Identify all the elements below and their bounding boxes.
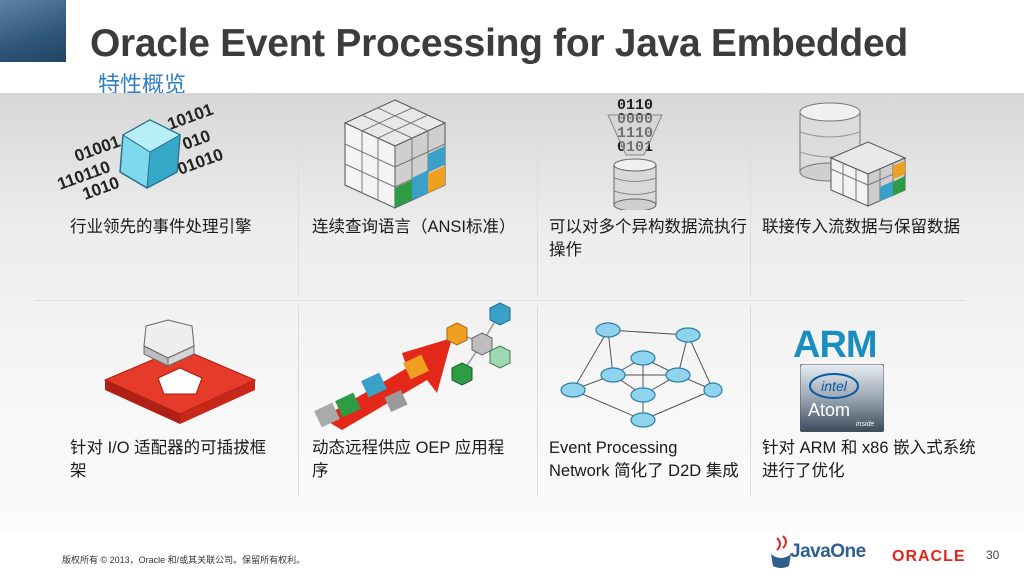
binary-text: 0110 [617, 97, 653, 114]
javaone-cup-icon [771, 535, 791, 568]
intel-atom-badge: intel Atom inside [800, 364, 884, 432]
atom-inside-text: inside [856, 421, 874, 428]
slide-title: Oracle Event Processing for Java Embedde… [90, 22, 908, 65]
divider [750, 306, 751, 496]
row-divider [35, 300, 965, 301]
binary-text: 01010 [175, 145, 226, 179]
divider [537, 112, 538, 297]
intel-text: intel [821, 378, 848, 394]
page-number: 30 [986, 548, 1000, 562]
feature-label: 连续查询语言（ANSI标准） [312, 218, 516, 236]
feature-label: 动态远程供应 OEP 应用程序 [312, 439, 505, 480]
divider [750, 112, 751, 297]
pluggable-adapter-icon [103, 319, 257, 424]
atom-text: Atom [808, 400, 850, 420]
divider [298, 112, 299, 297]
binary-funnel-database-icon: 0110 0000 1110 0101 [607, 97, 663, 210]
database-cube-icon [799, 102, 907, 207]
data-cube-icon [343, 99, 447, 209]
event-network-icon [560, 322, 723, 428]
javaone-logo: JavaOne [790, 541, 866, 562]
binary-text: 0101 [617, 139, 653, 156]
binary-text: 1110 [617, 125, 653, 142]
crystal-binary-icon: 01001 110110 1010 10101 010 01010 [55, 100, 226, 204]
divider [537, 306, 538, 496]
feature-label: 针对 I/O 适配器的可插拔框架 [70, 439, 267, 480]
binary-text: 10101 [165, 100, 216, 134]
feature-label: 针对 ARM 和 x86 嵌入式系统进行了优化 [762, 439, 976, 480]
feature-label: 联接传入流数据与保留数据 [762, 218, 960, 236]
feature-label: 可以对多个异构数据流执行操作 [549, 218, 747, 259]
corner-accent [0, 0, 66, 62]
divider [298, 306, 299, 496]
slide-subtitle: 特性概览 [98, 72, 187, 97]
copyright-text: 版权所有 © 2013，Oracle 和/或其关联公司。保留所有权利。 [62, 555, 306, 565]
arm-logo: ARM [793, 324, 878, 366]
puzzle-arrow-icon [314, 302, 511, 430]
feature-label: Event Processing Network 简化了 D2D 集成 [549, 439, 739, 480]
feature-label: 行业领先的事件处理引擎 [70, 218, 252, 236]
oracle-logo: ORACLE [892, 548, 966, 565]
